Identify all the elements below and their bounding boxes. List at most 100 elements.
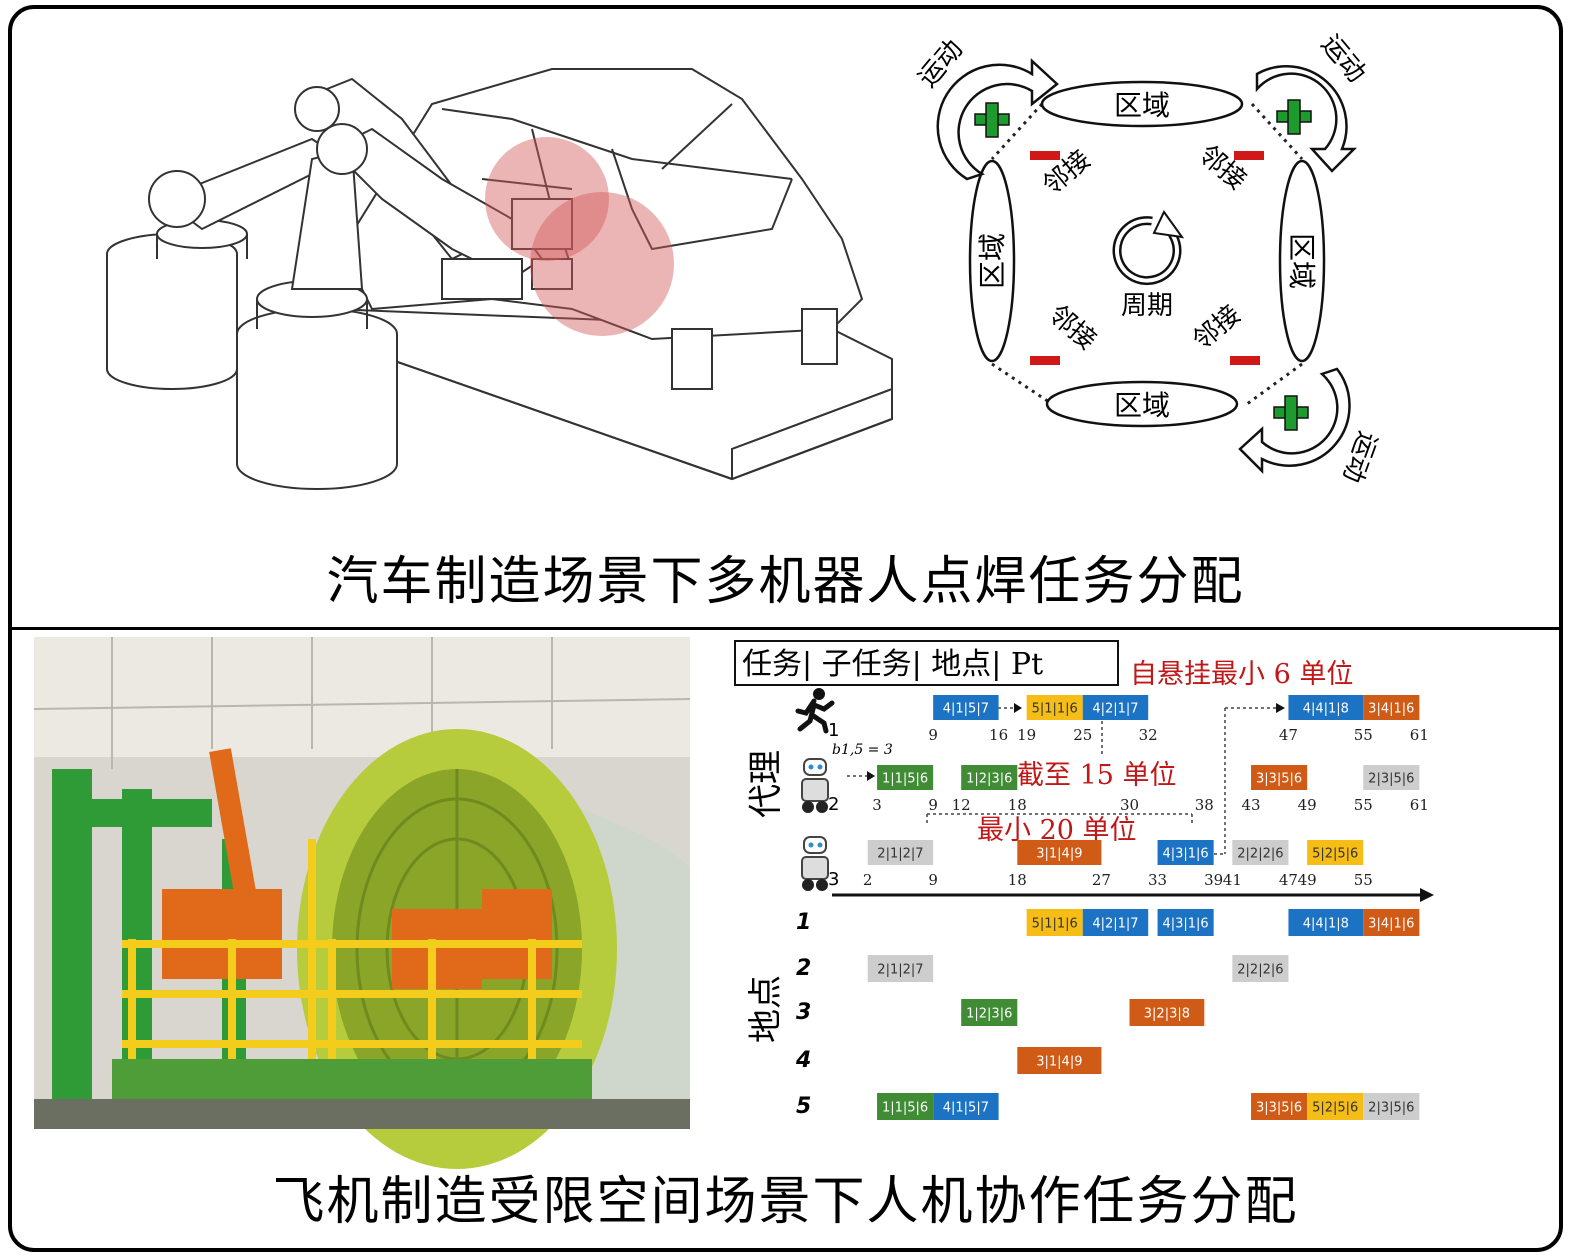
task-block: 4|3|1|6 <box>1157 909 1214 936</box>
task-block: 3|2|3|8 <box>1129 999 1205 1026</box>
task-block: 3|4|1|6 <box>1363 909 1420 936</box>
task-label: 4|2|1|7 <box>1092 917 1138 932</box>
svg-text:任务| 子任务| 地点| Pt: 任务| 子任务| 地点| Pt <box>742 647 1043 682</box>
task-label: 3|4|1|6 <box>1368 702 1414 717</box>
task-label: 4|1|5|7 <box>943 702 989 717</box>
time-axis <box>832 888 1434 902</box>
time-tick: 38 <box>1195 796 1214 814</box>
svg-text:周期: 周期 <box>1121 291 1173 321</box>
task-block: 2|1|2|7 <box>867 840 934 865</box>
task-legend: 任务| 子任务| 地点| Pt <box>734 640 1119 686</box>
task-label: 5|2|5|6 <box>1312 847 1358 862</box>
region-left: 区域 <box>968 159 1016 363</box>
task-label: 5|1|1|6 <box>1032 917 1078 932</box>
task-block: 1|1|5|6 <box>877 765 934 790</box>
time-tick: 41 <box>1223 871 1242 889</box>
task-block: 3|3|5|6 <box>1251 1093 1308 1120</box>
task-block: 5|2|5|6 <box>1307 1093 1364 1120</box>
figure-frame: 区域 区域 区域 区域 邻接 邻接 <box>8 5 1563 1252</box>
task-block: 2|3|5|6 <box>1363 1093 1420 1120</box>
task-block: 5|1|1|6 <box>1026 909 1083 936</box>
task-label: 5|2|5|6 <box>1312 1101 1358 1116</box>
annotation-b15: b1,5 = 3 <box>832 742 893 758</box>
agent-id: 3 <box>828 869 839 890</box>
motion-bottom-right: 运动 <box>1238 367 1383 486</box>
task-block: 1|1|5|6 <box>877 1093 934 1120</box>
time-tick: 43 <box>1242 796 1261 814</box>
agent-axis-label: 代理 <box>746 750 786 818</box>
time-tick: 27 <box>1092 871 1111 889</box>
task-label: 2|2|2|6 <box>1237 963 1283 978</box>
task-block: 4|4|1|8 <box>1288 695 1364 720</box>
task-block: 4|1|5|7 <box>933 1093 999 1120</box>
task-block: 5|2|5|6 <box>1307 840 1364 865</box>
time-tick: 19 <box>1017 726 1036 744</box>
bottom-caption: 飞机制造受限空间场景下人机协作任务分配 <box>272 1172 1299 1232</box>
task-block: 3|3|5|6 <box>1251 765 1308 790</box>
task-label: 2|2|2|6 <box>1237 847 1283 862</box>
time-tick: 33 <box>1148 871 1167 889</box>
top-panel: 区域 区域 区域 区域 邻接 邻接 <box>106 29 1383 490</box>
time-tick: 47 <box>1279 726 1298 744</box>
task-block: 2|3|5|6 <box>1363 765 1420 790</box>
time-tick: 55 <box>1354 726 1373 744</box>
agent-id: 1 <box>828 720 839 741</box>
task-label: 3|3|5|6 <box>1256 772 1302 787</box>
plus-icon <box>1273 395 1309 431</box>
task-label: 3|3|5|6 <box>1256 1101 1302 1116</box>
svg-text:区域: 区域 <box>1114 89 1170 122</box>
aircraft-assembly-photo <box>33 637 691 1169</box>
time-tick: 61 <box>1410 726 1429 744</box>
task-label: 1|1|5|6 <box>882 772 928 787</box>
task-block: 1|2|3|6 <box>961 765 1018 790</box>
task-block: 4|2|1|7 <box>1082 695 1149 720</box>
task-block: 4|4|1|8 <box>1288 909 1364 936</box>
robot-icon <box>801 758 829 813</box>
task-block: 2|2|2|6 <box>1232 840 1289 865</box>
task-label: 2|3|5|6 <box>1368 772 1414 787</box>
task-block: 3|1|4|9 <box>1017 1047 1102 1074</box>
location-id: 4 <box>795 1048 811 1073</box>
svg-text:区域: 区域 <box>976 233 1009 289</box>
task-label: 4|4|1|8 <box>1303 702 1349 717</box>
task-block: 2|2|2|6 <box>1232 955 1289 982</box>
location-id: 5 <box>796 1094 811 1119</box>
task-block: 3|4|1|6 <box>1363 695 1420 720</box>
cycle-center: 周期 <box>1112 210 1185 321</box>
agent-id: 2 <box>828 794 839 815</box>
location-id: 1 <box>796 910 811 935</box>
task-label: 4|1|5|7 <box>943 1101 989 1116</box>
task-block: 5|1|1|6 <box>1026 695 1083 720</box>
location-row: 5 1|1|5|6 4|1|5|7 3|3|5|6 5|2|5|6 2|3|5|6 <box>796 1093 1420 1120</box>
robot-icon <box>801 836 829 891</box>
task-label: 3|4|1|6 <box>1368 917 1414 932</box>
location-row: 4 3|1|4|9 <box>795 1047 1102 1074</box>
location-id: 2 <box>796 956 811 981</box>
time-tick: 2 <box>863 871 873 889</box>
task-block: 4|3|1|6 <box>1157 840 1214 865</box>
time-tick: 18 <box>1008 796 1027 814</box>
time-tick: 16 <box>989 726 1008 744</box>
time-tick: 25 <box>1073 726 1092 744</box>
plus-icon <box>974 102 1010 138</box>
task-label: 1|2|3|6 <box>966 772 1012 787</box>
panel-divider <box>12 627 1559 630</box>
time-tick: 3 <box>872 796 882 814</box>
time-tick: 9 <box>928 871 938 889</box>
region-bottom: 区域 <box>1045 380 1239 428</box>
weld-zone-lower <box>530 192 674 336</box>
task-label: 3|1|4|9 <box>1036 847 1082 862</box>
human-runner-icon <box>795 688 835 734</box>
svg-text:区域: 区域 <box>1285 233 1318 289</box>
arrow-head <box>867 771 875 781</box>
task-label: 4|3|1|6 <box>1162 917 1208 932</box>
adjacency-edges <box>990 102 1304 406</box>
task-label: 1|2|3|6 <box>966 1007 1012 1022</box>
time-tick: 18 <box>1008 871 1027 889</box>
time-tick: 55 <box>1354 871 1373 889</box>
task-label: 2|1|2|7 <box>877 847 923 862</box>
time-tick: 12 <box>952 796 971 814</box>
